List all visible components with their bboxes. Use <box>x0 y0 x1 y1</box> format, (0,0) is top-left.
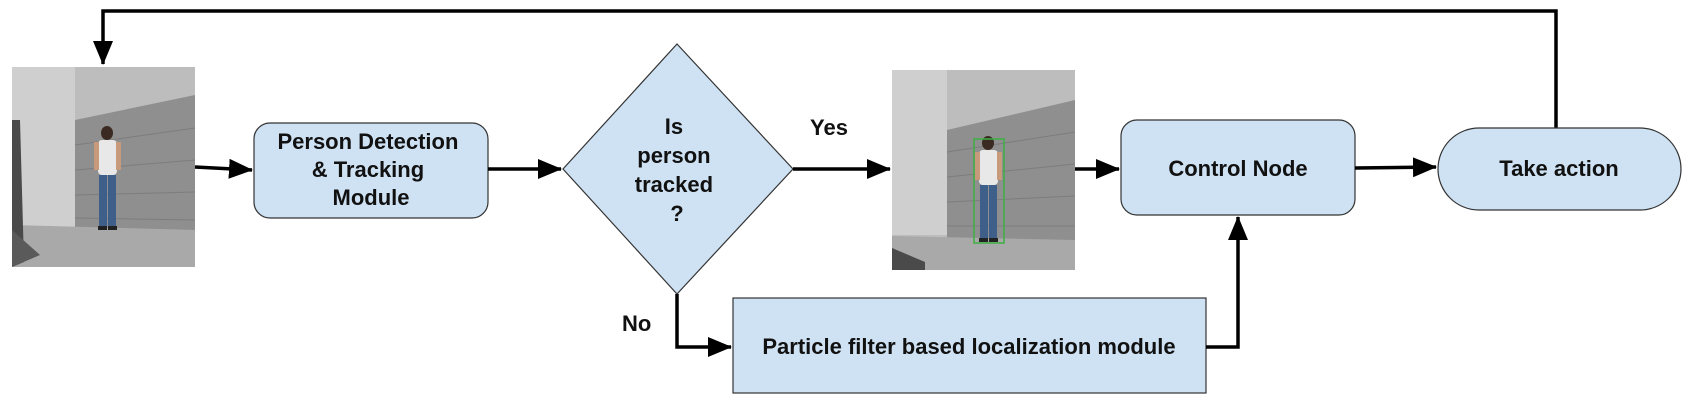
detection-module-box: Person Detection & Tracking Module <box>253 122 489 219</box>
decision-line-1: Is <box>665 114 683 139</box>
decision-diamond: Is person tracked ? <box>562 43 794 295</box>
decision-line-2: person <box>637 143 710 168</box>
camera-image-raw <box>12 67 196 267</box>
detection-module-line-3: Module <box>333 185 410 210</box>
arrow-particle-filter-to-control-node <box>1206 216 1248 349</box>
arrow-image-to-detection <box>194 158 253 179</box>
feedback-loop-arrow <box>93 9 1558 128</box>
yes-label: Yes <box>810 115 848 140</box>
svg-text:Person Detection & Track: Person Detection & Tracking Module <box>277 129 464 210</box>
decision-line-3: tracked <box>635 172 713 197</box>
detection-bounding-box <box>973 138 1005 244</box>
take-action-terminal: Take action <box>1437 127 1682 211</box>
decision-line-4: ? <box>670 201 683 226</box>
no-label: No <box>622 311 651 336</box>
person-figure-detected <box>975 136 1002 242</box>
take-action-label: Take action <box>1499 156 1618 181</box>
control-node-label: Control Node <box>1168 156 1307 181</box>
particle-filter-box: Particle filter based localization modul… <box>732 297 1207 394</box>
detection-module-line-2: & Tracking <box>312 157 424 182</box>
arrow-decision-no-to-particle-filter <box>675 294 732 357</box>
detection-module-line-1: Person Detection <box>277 129 458 154</box>
control-node-box: Control Node <box>1120 119 1356 216</box>
arrow-control-node-to-take-action <box>1354 157 1437 178</box>
particle-filter-label: Particle filter based localization modul… <box>762 334 1175 359</box>
person-figure <box>94 126 121 230</box>
camera-image-detected <box>892 70 1076 270</box>
svg-text:Is person tracked: Is person tracked ? <box>635 114 719 226</box>
